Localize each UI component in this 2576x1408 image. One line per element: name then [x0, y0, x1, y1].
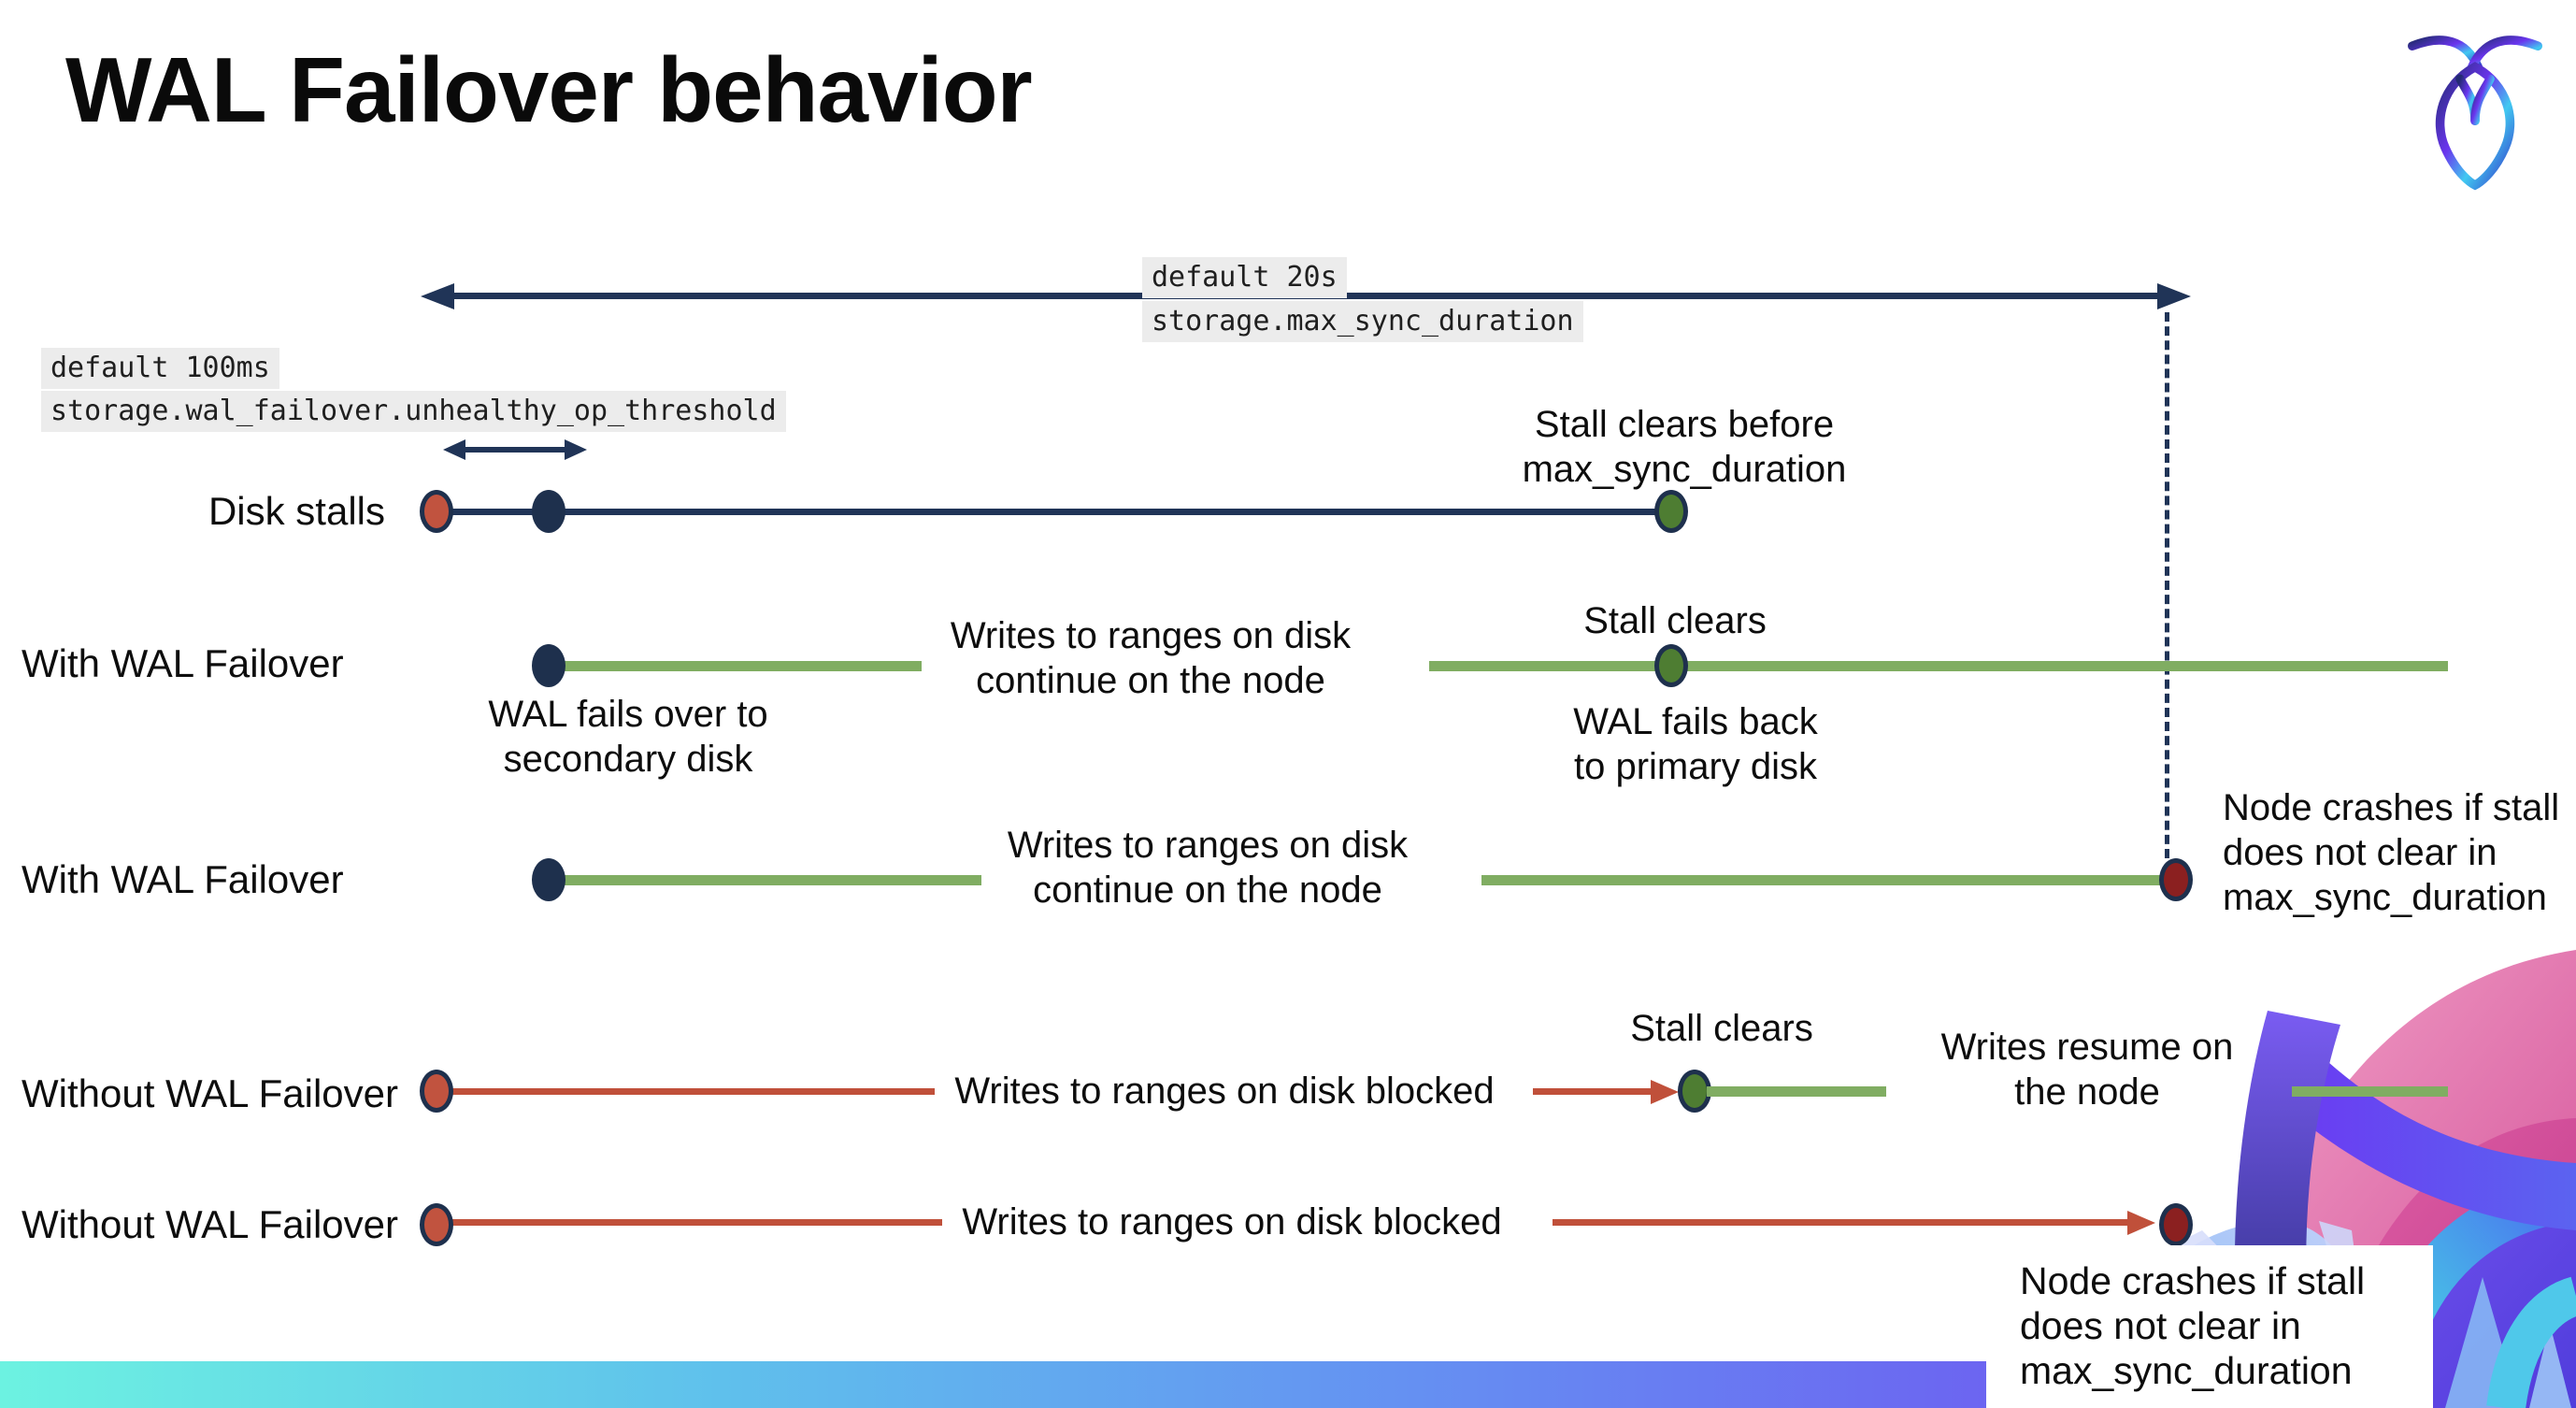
row2-green-line-a — [557, 661, 922, 671]
failover-threshold-dot — [532, 490, 565, 533]
row4-red-line-a — [444, 1088, 935, 1095]
threshold-arrowhead-left — [443, 439, 465, 460]
disk-stall-start-dot-row5 — [420, 1203, 453, 1246]
disk-stall-start-dot-row4 — [420, 1070, 453, 1113]
writes-blocked-annotation-row5: Writes to ranges on disk blocked — [962, 1201, 1502, 1243]
row4-red-arrowhead — [1651, 1080, 1679, 1104]
writes-blocked-annotation-row4: Writes to ranges on disk blocked — [954, 1070, 1495, 1112]
threshold-default-label: default 100ms — [41, 348, 279, 389]
max-sync-default-label: default 20s — [1142, 257, 1347, 298]
stall-clears-dot-row1 — [1654, 490, 1688, 533]
row4-green-line — [1707, 1086, 1886, 1097]
row-label-without-wal-failover-2: Without WAL Failover — [21, 1202, 398, 1246]
threshold-arrowhead-right — [565, 439, 587, 460]
max-sync-dashed-drop-line — [2165, 312, 2169, 858]
row2-green-line-c — [1684, 661, 2448, 671]
row3-green-line-a — [557, 875, 981, 885]
writes-resume-annotation: Writes resume on the node — [1940, 1027, 2234, 1113]
row-label-with-wal-failover-1: With WAL Failover — [21, 641, 344, 685]
max-sync-setting-label: storage.max_sync_duration — [1142, 301, 1583, 342]
node-crashes-callout-box: Node crashes if stall does not clear in … — [1986, 1245, 2433, 1408]
wal-failover-dot-row3 — [532, 858, 565, 901]
wal-fails-back-annotation: WAL fails back to primary disk — [1573, 701, 1818, 787]
disk-stall-start-dot — [420, 490, 453, 533]
wal-failover-dot-row2 — [532, 644, 565, 687]
row3-green-line-b — [1481, 875, 2164, 885]
stall-clears-before-annotation: Stall clears before max_sync_duration — [1522, 404, 1847, 490]
cockroachdb-logo-icon — [2408, 36, 2542, 191]
node-crash-dot-row3 — [2159, 858, 2193, 901]
row2-green-line-b — [1429, 661, 1661, 671]
threshold-arrow-line — [460, 447, 568, 453]
max-sync-arrowhead-left — [421, 283, 454, 309]
row4-red-line-b — [1533, 1088, 1656, 1095]
page-title: WAL Failover behavior — [65, 38, 1033, 141]
node-crashes-annotation-row3: Node crashes if stall does not clear in … — [2223, 787, 2560, 918]
row5-red-line-b — [1553, 1219, 2129, 1226]
disk-stall-timeline — [436, 509, 1671, 515]
wal-fails-over-annotation: WAL fails over to secondary disk — [488, 694, 768, 780]
row-label-without-wal-failover-1: Without WAL Failover — [21, 1071, 398, 1115]
row-label-with-wal-failover-2: With WAL Failover — [21, 857, 344, 901]
stall-clears-dot-row2 — [1654, 644, 1688, 687]
writes-continue-annotation-row2: Writes to ranges on disk continue on the… — [950, 615, 1352, 701]
row4-green-line-far-right — [2292, 1086, 2448, 1097]
node-crashes-annotation-row5: Node crashes if stall does not clear in … — [2020, 1259, 2366, 1392]
node-crash-dot-row5 — [2159, 1203, 2193, 1246]
row5-red-arrowhead — [2127, 1211, 2155, 1235]
stall-clears-annotation-row2: Stall clears — [1583, 600, 1767, 641]
max-sync-arrowhead-right — [2157, 283, 2191, 309]
stall-clears-annotation-row4: Stall clears — [1630, 1008, 1813, 1049]
writes-continue-annotation-row3: Writes to ranges on disk continue on the… — [1007, 825, 1409, 911]
threshold-setting-label: storage.wal_failover.unhealthy_op_thresh… — [41, 391, 786, 432]
row-label-disk-stalls: Disk stalls — [208, 489, 385, 533]
row5-red-line-a — [444, 1219, 942, 1226]
